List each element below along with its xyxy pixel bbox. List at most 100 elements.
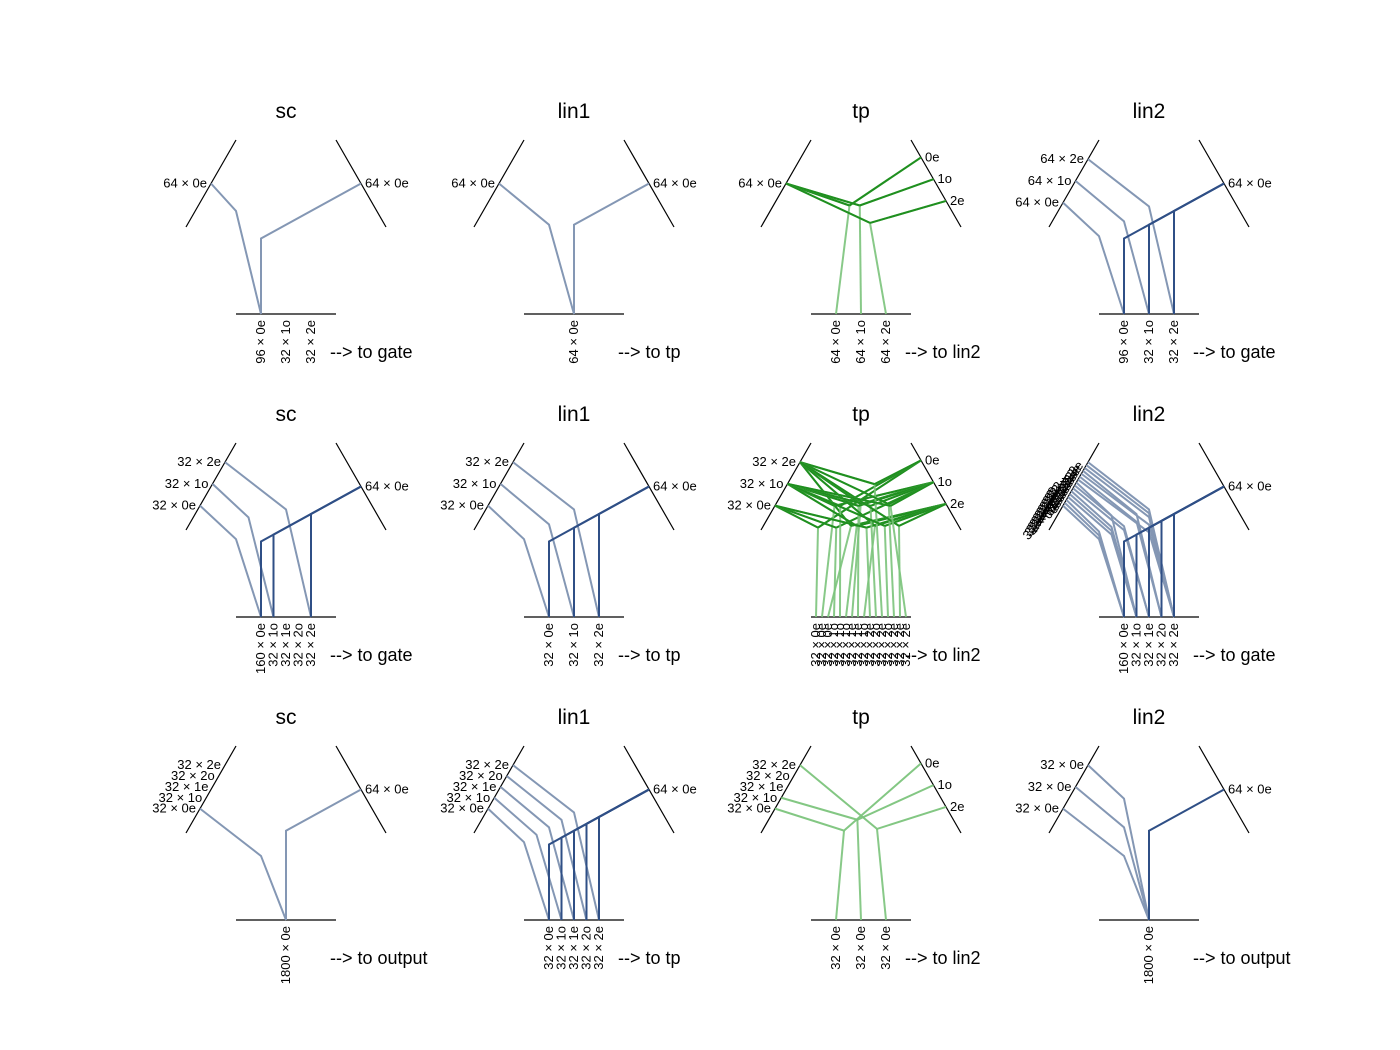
output-label: 32 × 1o	[832, 623, 847, 667]
linear-path	[512, 461, 600, 618]
output-label: 32 × 2e	[591, 623, 606, 667]
linear-path-emph	[1148, 788, 1225, 920]
output-label: 32 × 1o	[856, 623, 871, 667]
input1-axis	[473, 442, 525, 531]
linear-path	[285, 788, 362, 920]
output-label: 32 × 0e	[808, 623, 823, 667]
linear-path	[1087, 764, 1150, 921]
input1-label: 32 × 1o	[734, 790, 778, 805]
output-label: 32 × 0e	[853, 926, 868, 970]
input2-label: 2e	[950, 496, 964, 511]
input2-label: 64 × 0e	[1228, 176, 1272, 191]
input1-label: 32 × 2e	[177, 757, 221, 772]
input2-label: 64 × 0e	[653, 176, 697, 191]
tp-path	[774, 762, 922, 832]
output-label: 160 × 0e	[253, 623, 268, 674]
tp-output-path	[858, 205, 862, 315]
input2-label: 2e	[950, 193, 964, 208]
input1-axis	[760, 442, 812, 531]
tp-output-path	[833, 527, 838, 618]
linear-path	[1082, 470, 1163, 618]
output-label: 96 × 0e	[253, 320, 268, 364]
output-label: 64 × 0e	[828, 320, 843, 364]
output-label: 32 × 1e	[1141, 623, 1156, 667]
linear-path	[1074, 484, 1150, 618]
linear-path-emph	[1173, 182, 1225, 314]
input2-label: 64 × 0e	[653, 782, 697, 797]
output-label: 32 × 1o	[1129, 623, 1144, 667]
linear-path	[211, 483, 275, 618]
input2-label: 0e	[925, 755, 939, 770]
panel-title: lin1	[558, 100, 591, 123]
output-label: 32 × 1o	[554, 926, 569, 970]
panel-title: lin1	[558, 403, 591, 426]
input1-label: 32 × 0e	[1028, 779, 1072, 794]
destination-note: --> to lin2	[905, 645, 981, 665]
tp-output-path	[876, 828, 887, 921]
tp-output-path	[889, 505, 907, 618]
input2-label: 64 × 0e	[1228, 782, 1272, 797]
input1-label: 32 × 0e	[440, 498, 484, 513]
tp-path-emph	[869, 199, 947, 224]
input1-label: 32 × 2e	[752, 757, 796, 772]
linear-path	[512, 764, 600, 921]
output-label: 32 × 2e	[303, 623, 318, 667]
linear-path	[1065, 499, 1125, 618]
linear-path	[506, 775, 588, 921]
linear-path	[210, 182, 262, 315]
input2-label: 64 × 0e	[1228, 479, 1272, 494]
tp-output-path	[869, 505, 877, 618]
linear-path	[199, 504, 262, 618]
linear-path	[487, 807, 550, 921]
linear-path	[487, 504, 550, 618]
tp-path	[799, 764, 947, 831]
input1-label: 32 × 0e	[1040, 757, 1084, 772]
destination-note: --> to gate	[1193, 342, 1276, 362]
output-label: 32 × 2e	[886, 623, 901, 667]
output-label: 32 × 1o	[278, 320, 293, 364]
tp-output-path	[835, 205, 851, 315]
output-label: 32 × 0e	[541, 623, 556, 667]
input1-label: 32 × 0e	[727, 498, 771, 513]
tp-path-emph	[774, 504, 867, 529]
input1-label: 32 × 0e	[1015, 801, 1059, 816]
destination-note: --> to tp	[618, 645, 681, 665]
input1-label: 32 × 1o	[165, 476, 209, 491]
output-label: 32 × 1e	[850, 623, 865, 667]
input1-label: 32 × 1o	[453, 476, 497, 491]
tp-output-path	[873, 484, 883, 618]
input1-label: 32 × 0e	[440, 801, 484, 816]
input2-label: 64 × 0e	[365, 479, 409, 494]
output-label: 1800 × 0e	[278, 926, 293, 984]
output-label: 32 × 0e	[820, 623, 835, 667]
output-label: 32 × 1e	[278, 623, 293, 667]
tp-path-emph	[785, 182, 861, 207]
input1-axis	[185, 442, 237, 531]
linear-path	[499, 786, 575, 921]
output-label: 32 × 1o	[826, 623, 841, 667]
output-label: 32 × 0e	[828, 926, 843, 970]
output-label: 32 × 2o	[1154, 623, 1169, 667]
output-label: 32 × 2e	[898, 623, 913, 667]
input2-label: 64 × 0e	[365, 782, 409, 797]
linear-path	[1087, 461, 1175, 618]
destination-note: --> to tp	[618, 342, 681, 362]
destination-note: --> to lin2	[905, 342, 981, 362]
output-label: 32 × 2o	[868, 623, 883, 667]
linear-path	[1087, 158, 1175, 315]
linear-path-emph	[1173, 485, 1225, 617]
tp-output-path	[857, 505, 860, 618]
tp-output-path	[883, 525, 889, 618]
input1-label: 32 × 2e	[465, 454, 509, 469]
panel-title: tp	[852, 403, 870, 426]
linear-path	[1075, 481, 1138, 618]
tp-path-emph	[774, 504, 837, 529]
input1-label: 32 × 2e	[465, 757, 509, 772]
panel-title: sc	[276, 403, 297, 426]
tp-output-path	[845, 525, 858, 618]
